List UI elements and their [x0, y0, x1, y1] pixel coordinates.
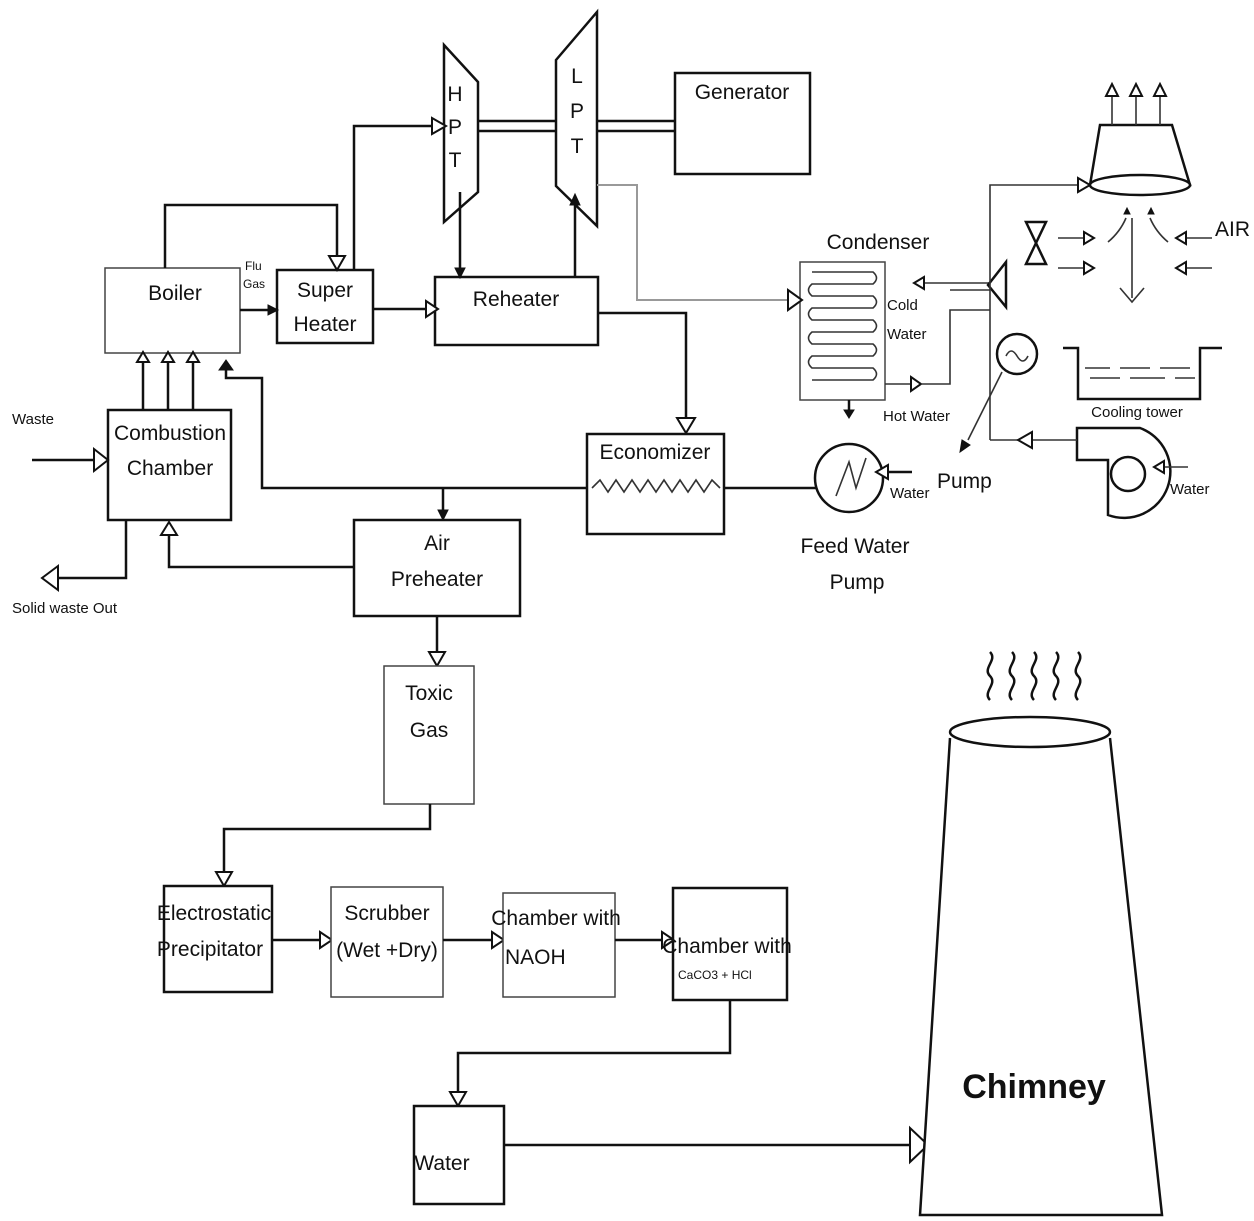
waste-label: Waste	[12, 411, 54, 428]
cooling-tower-basin	[1063, 346, 1222, 401]
boiler-label: Boiler	[148, 282, 202, 305]
super-heater-label-2: Heater	[293, 313, 356, 336]
electrostatic-precipitator-label-1: Electrostatic	[157, 902, 271, 925]
electrostatic-precipitator-box	[162, 884, 274, 994]
combustion-chamber-box	[106, 408, 233, 522]
super-heater-label-1: Super	[297, 279, 353, 302]
chamber-naoh-box	[502, 892, 616, 998]
water-pump-in-label: Water	[1170, 481, 1209, 498]
boiler-box	[104, 267, 241, 354]
lpt-letter-l: L	[571, 65, 583, 88]
scrubber-box	[330, 886, 444, 998]
cold-water-label-1: Cold	[887, 297, 918, 314]
chamber-naoh-label-1: Chamber with	[491, 907, 621, 930]
air-preheater-label-1: Air	[424, 532, 450, 555]
flu-gas-label-2: Gas	[243, 277, 265, 291]
feed-water-pump-label-2: Pump	[830, 571, 885, 594]
generator-box	[673, 71, 812, 176]
super-heater-box	[275, 268, 375, 345]
lpt-letter-p: P	[570, 100, 584, 123]
condenser-box	[799, 261, 886, 401]
hot-water-label: Hot Water	[883, 408, 950, 425]
pump-label: Pump	[937, 470, 992, 493]
chimney-shape	[918, 737, 1164, 1217]
hpt-letter-t: T	[449, 149, 462, 172]
cold-water-label-2: Water	[887, 326, 926, 343]
cooling-tower-label: Cooling tower	[1091, 404, 1183, 421]
chamber-cacl-label-2: CaCO3 + HCl	[678, 968, 752, 982]
toxic-gas-box	[383, 665, 475, 805]
lp-turbine	[554, 8, 599, 229]
economizer-label: Economizer	[600, 441, 711, 464]
water-tank-box	[412, 1104, 506, 1206]
scrubber-label-2: (Wet +Dry)	[336, 939, 438, 962]
generator-label: Generator	[695, 81, 790, 104]
air-label: AIR	[1215, 218, 1250, 241]
scrubber-label-1: Scrubber	[344, 902, 429, 925]
water-tank-label: Water	[414, 1152, 469, 1175]
chamber-cacl-label-1: Chamber with	[662, 935, 792, 958]
toxic-gas-label-2: Gas	[410, 719, 449, 742]
chimney-label: Chimney	[962, 1068, 1106, 1106]
feed-water-pump	[813, 442, 885, 514]
hpt-letter-h: H	[447, 83, 462, 106]
reheater-box	[433, 275, 600, 347]
reheater-label: Reheater	[473, 288, 559, 311]
combustion-chamber-label-1: Combustion	[114, 422, 226, 445]
combustion-chamber-label-2: Chamber	[127, 457, 213, 480]
electrostatic-precipitator-label-2: Precipitator	[157, 938, 263, 961]
feed-water-in-label: Water	[890, 485, 929, 502]
feed-water-pump-label-1: Feed Water	[801, 535, 910, 558]
hpt-letter-p: P	[448, 116, 462, 139]
condenser-label: Condenser	[827, 231, 930, 254]
cooling-pump-circle	[995, 332, 1039, 376]
fan-icon	[1024, 220, 1048, 266]
economizer-box	[585, 432, 726, 536]
chamber-naoh-label-2: NAOH	[505, 946, 566, 969]
solid-waste-out-label: Solid waste Out	[12, 600, 118, 617]
flu-gas-label-1: Flu	[245, 259, 262, 273]
hp-turbine	[442, 41, 480, 225]
air-preheater-label-2: Preheater	[391, 568, 483, 591]
toxic-gas-label-1: Toxic	[405, 682, 453, 705]
lpt-letter-t: T	[571, 135, 584, 158]
cooling-pump-triangle	[986, 258, 1008, 311]
